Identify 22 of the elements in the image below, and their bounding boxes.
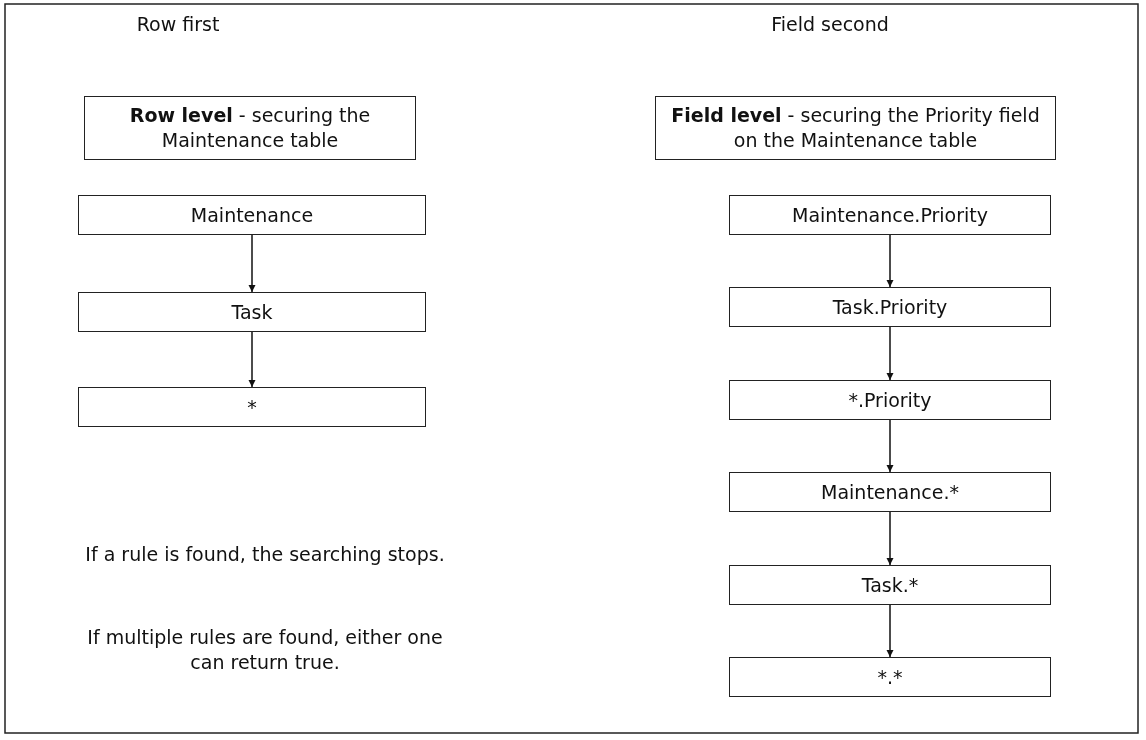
arrow xyxy=(248,331,256,388)
heading-box: Field level - securing the Priority field on the Maintenance table xyxy=(655,96,1056,160)
arrow xyxy=(886,326,894,381)
note-text: If multiple rules are found, either one can return true. xyxy=(86,625,444,675)
arrow xyxy=(248,234,256,293)
process-box: *.Priority xyxy=(729,380,1051,420)
process-box: Task.* xyxy=(729,565,1051,605)
arrow xyxy=(886,511,894,566)
process-box: Maintenance xyxy=(78,195,426,235)
arrow xyxy=(886,234,894,288)
process-box: Maintenance.* xyxy=(729,472,1051,512)
arrow xyxy=(886,604,894,658)
process-box: * xyxy=(78,387,426,427)
heading-box: Row level - securing the Maintenance table xyxy=(84,96,416,160)
note-text: If a rule is found, the searching stops. xyxy=(84,542,446,567)
process-box: *.* xyxy=(729,657,1051,697)
process-box: Maintenance.Priority xyxy=(729,195,1051,235)
column-heading: Field second xyxy=(770,12,890,37)
column-heading: Row first xyxy=(135,12,221,37)
process-box: Task.Priority xyxy=(729,287,1051,327)
arrow xyxy=(886,419,894,473)
process-box: Task xyxy=(78,292,426,332)
